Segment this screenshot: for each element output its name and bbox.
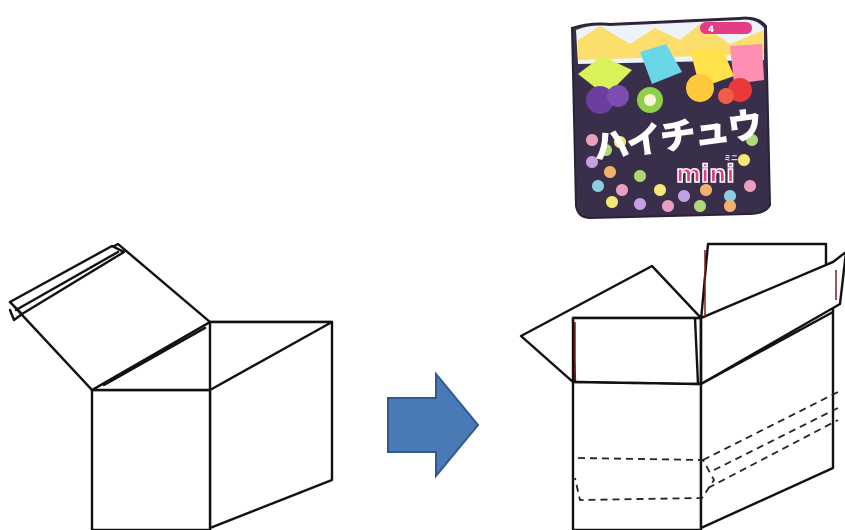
right-box-illustration	[521, 244, 845, 530]
candy-package-image: 4 ハイチュウ mini ミニ	[572, 18, 770, 218]
package-variant-logo: mini	[676, 160, 735, 188]
left-box-illustration	[10, 244, 332, 530]
package-variant-reading: ミニ	[724, 154, 738, 162]
package-badge: 4	[708, 25, 714, 35]
direction-arrow	[388, 374, 478, 476]
